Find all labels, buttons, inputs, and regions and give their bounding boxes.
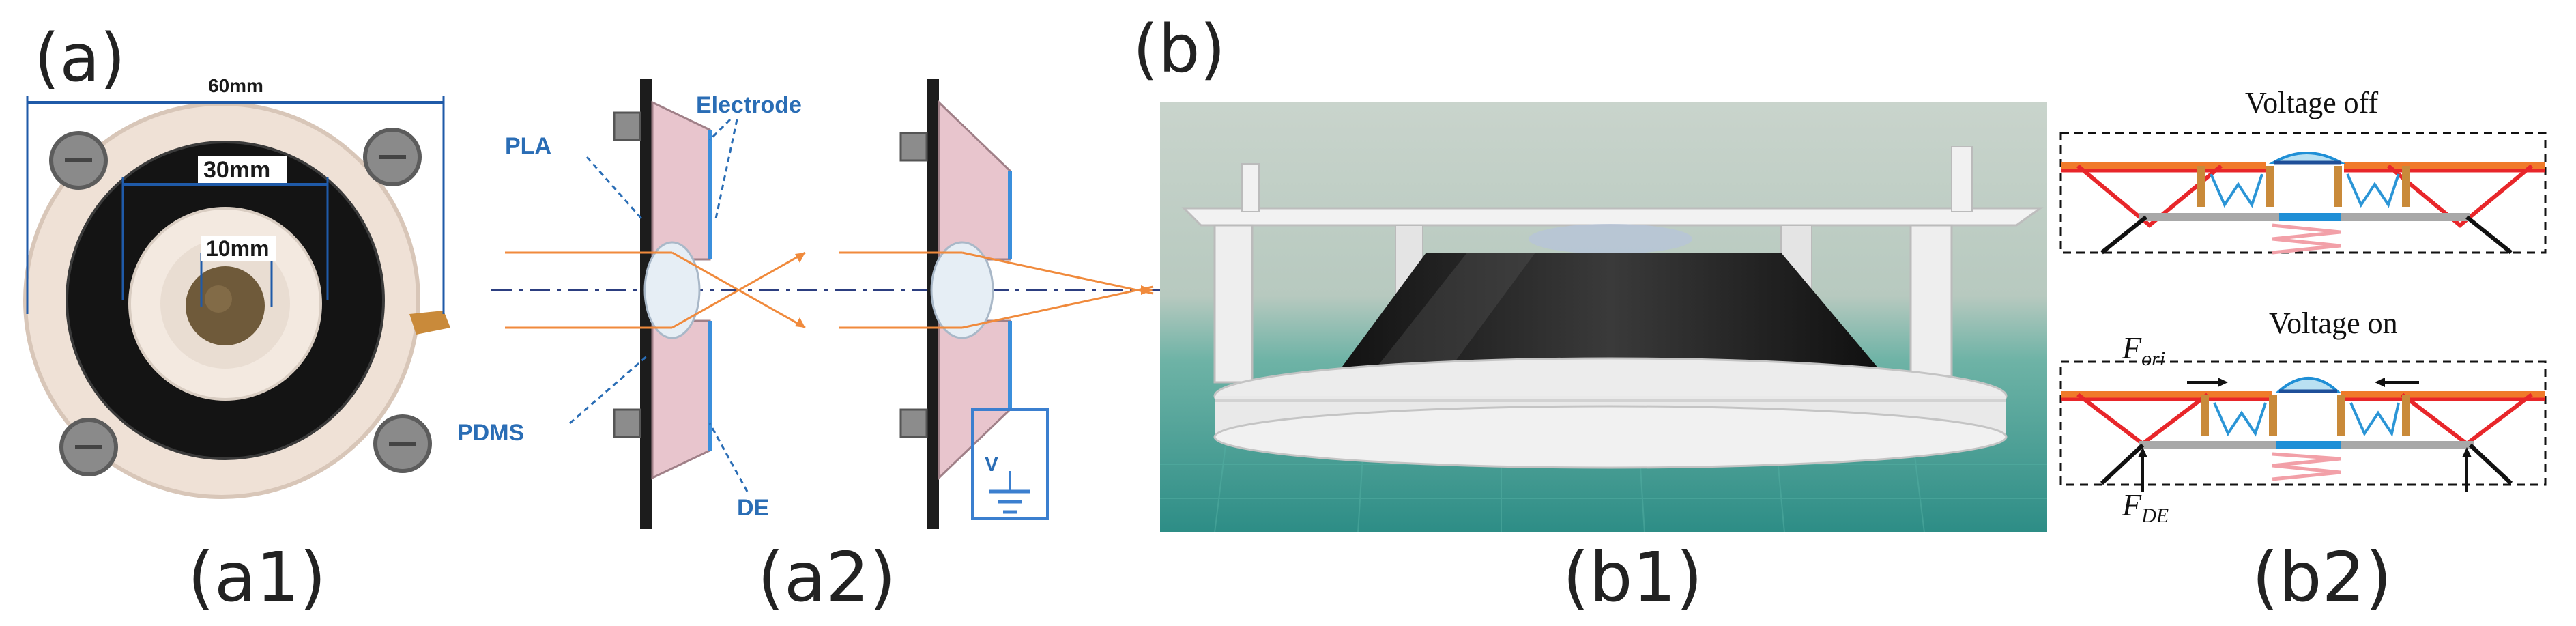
panel-label-b: (b) [1133, 11, 1226, 87]
force-label-de: FDE [2122, 487, 2169, 527]
panel-label-b2: (b2) [2252, 537, 2392, 617]
schematic-b2 [2059, 132, 2547, 492]
photo-a1-device [23, 96, 450, 499]
force-label-ori-sub: ori [2141, 347, 2165, 370]
label-de: DE [737, 495, 769, 521]
label-voltage: V [985, 453, 998, 476]
label-electrode: Electrode [696, 92, 802, 118]
label-pla: PLA [505, 133, 551, 159]
dimension-10mm: 10mm [206, 236, 270, 261]
photo-b1-device-side [1160, 102, 2047, 533]
force-label-ori-main: F [2122, 330, 2142, 365]
panel-label-b1: (b1) [1563, 537, 1703, 617]
panel-label-a1: (a1) [188, 537, 326, 617]
device-right [839, 79, 1154, 529]
title-voltage-off: Voltage off [2245, 86, 2378, 119]
schematic-a2 [491, 79, 1160, 529]
dimension-30mm: 30mm [203, 157, 270, 183]
force-label-de-sub: DE [2141, 504, 2169, 527]
title-voltage-on: Voltage on [2269, 307, 2398, 340]
device-left [505, 79, 806, 529]
dimension-60mm: 60mm [208, 75, 263, 96]
panel-label-a2: (a2) [757, 537, 896, 617]
force-label-ori: Fori [2122, 330, 2165, 370]
force-label-de-main: F [2122, 487, 2142, 522]
label-pdms: PDMS [457, 420, 524, 446]
panel-label-a: (a) [34, 20, 126, 96]
